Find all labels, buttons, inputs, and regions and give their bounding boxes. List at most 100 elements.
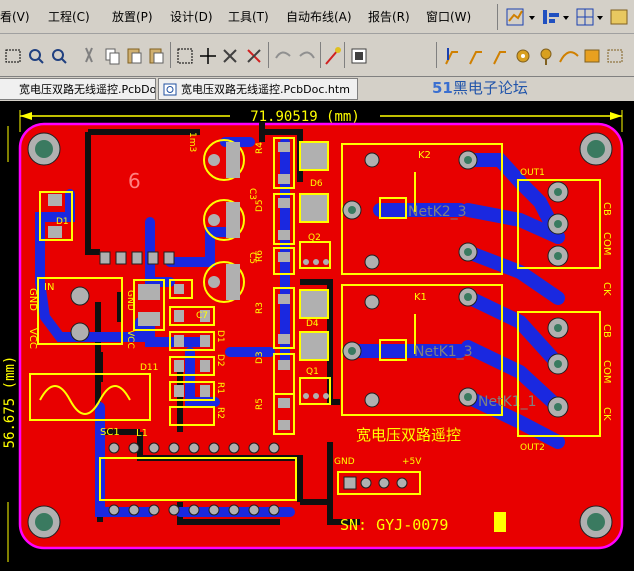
menu-tools[interactable]: 工具(T) — [228, 10, 269, 24]
via-icon[interactable] — [516, 49, 530, 63]
r4-label: R4 — [255, 142, 265, 154]
ic-header-row[interactable] — [99, 251, 175, 265]
pcb-drawing[interactable]: 71.90519 (mm) 56.675 (mm) — [0, 102, 634, 571]
rm3-label: 1m3 — [187, 132, 197, 152]
menu-place[interactable]: 放置(P) — [112, 10, 153, 24]
forum-text: 黑电子论坛 — [452, 79, 528, 97]
q1-label: Q1 — [306, 367, 319, 377]
component-icon[interactable] — [610, 9, 628, 25]
relay-k1-label: K1 — [414, 292, 427, 303]
component-column-left[interactable] — [169, 279, 215, 426]
multi-route-icon[interactable] — [493, 51, 506, 65]
terminal-out1[interactable] — [517, 179, 601, 269]
r6-label: R6 — [255, 250, 265, 262]
toolbar-icons — [5, 42, 623, 68]
select-rect-icon[interactable] — [5, 49, 21, 63]
gnd-label: GND — [334, 457, 355, 467]
d11-box[interactable] — [133, 279, 165, 331]
tab-pcbdoc-htm[interactable]: 宽电压双路无线遥控.PcbDoc.htm — [158, 78, 358, 100]
transistor-q2[interactable] — [299, 241, 331, 269]
d2-label: D2 — [215, 354, 225, 367]
dropdown-arrow-icon[interactable] — [597, 16, 603, 20]
q2-label: Q2 — [308, 233, 321, 243]
component-column-mid[interactable] — [273, 137, 295, 435]
dimension-text: 71.90519 (mm) — [250, 109, 360, 125]
grid-icon[interactable] — [576, 8, 594, 26]
dropdown-arrow-icon[interactable] — [529, 16, 535, 20]
interactive-route-icon[interactable] — [445, 48, 458, 65]
diode-d4[interactable] — [299, 289, 329, 361]
placement-toolbar — [506, 8, 628, 26]
pad-icon[interactable] — [540, 48, 552, 65]
net-k1-3-label: NetK1_3 — [414, 344, 473, 360]
main-toolbar — [0, 34, 634, 77]
tab-pcbdoc-label: 宽电压双路无线遥控.PcbDoc — [19, 83, 156, 96]
zoom-area-icon[interactable] — [52, 49, 67, 64]
menu-autoroute[interactable]: 自动布线(A) — [286, 10, 352, 24]
move-selection-icon[interactable] — [223, 49, 237, 63]
d4-label: D4 — [306, 319, 319, 329]
chart-icon[interactable] — [506, 8, 524, 26]
d11-label: D11 — [140, 363, 158, 373]
net-k2-label: NetK2_3 — [408, 204, 467, 220]
inductor-footprint[interactable] — [29, 373, 151, 421]
left-vcc-label: VCC — [27, 328, 38, 349]
tab-pcbdoc[interactable]: 宽电压双路无线遥控.PcbDoc — [0, 78, 156, 100]
select-region-icon[interactable] — [177, 48, 193, 64]
relay-k1[interactable] — [341, 284, 503, 416]
pin-header-bottom[interactable] — [99, 442, 297, 516]
capacitor-c5[interactable] — [203, 199, 245, 241]
cut-icon[interactable] — [85, 47, 93, 63]
relay-k2[interactable] — [341, 143, 503, 275]
undo-icon[interactable] — [275, 51, 291, 59]
out1-cb-label: CB — [601, 202, 612, 216]
menu-project[interactable]: 工程(C) — [48, 10, 90, 24]
d6-label: D6 — [310, 179, 323, 189]
text-cursor — [494, 512, 506, 532]
r2-label: R2 — [215, 407, 225, 419]
paste-special-icon[interactable] — [149, 48, 164, 64]
d1-left-label: D1 — [56, 217, 69, 227]
polygon-icon[interactable] — [607, 49, 623, 63]
mid-vcc-label: VCC — [125, 330, 135, 349]
arc-icon[interactable] — [559, 51, 579, 63]
out1-ck-label: CK — [601, 282, 612, 296]
diode-d6[interactable] — [299, 141, 329, 223]
move-icon[interactable] — [200, 48, 216, 64]
power-input-in[interactable] — [37, 277, 123, 345]
deselect-icon[interactable] — [247, 49, 261, 63]
tab-pcbdoc-htm-label: 宽电压双路无线遥控.PcbDoc.htm — [181, 83, 350, 96]
board-dimension: 71.90519 (mm) — [19, 106, 623, 132]
diode-d1[interactable] — [39, 191, 73, 241]
zoom-fit-icon[interactable] — [29, 49, 44, 64]
mounting-holes[interactable] — [27, 132, 613, 539]
align-icon[interactable] — [543, 10, 559, 24]
menu-reports[interactable]: 报告(R) — [368, 10, 410, 24]
fill-icon[interactable] — [584, 49, 600, 63]
d1-label: D1 — [215, 330, 225, 343]
differential-route-icon[interactable] — [469, 51, 482, 65]
relay-pads[interactable] — [342, 150, 478, 408]
pcb-canvas[interactable]: 71.90519 (mm) 56.675 (mm) — [0, 102, 634, 571]
terminal-out2[interactable] — [517, 311, 601, 437]
dropdown-arrow-icon[interactable] — [563, 16, 569, 20]
menu-design[interactable]: 设计(D) — [170, 10, 213, 24]
copy-icon[interactable] — [105, 48, 120, 65]
out1-com-label: COM — [601, 232, 612, 255]
component-library-icon[interactable] — [351, 48, 367, 64]
paste-icon[interactable] — [127, 48, 142, 64]
r5-label: R5 — [255, 398, 265, 410]
cross-probe-icon[interactable] — [325, 47, 341, 65]
transistor-q1[interactable] — [299, 377, 331, 405]
big-number: 6 — [128, 169, 141, 193]
menu-view[interactable]: 看(V) — [0, 10, 30, 24]
redo-icon[interactable] — [299, 51, 315, 59]
forum-prefix: 51 — [432, 79, 453, 97]
d3-label: D3 — [255, 351, 265, 364]
r3-label: R3 — [255, 302, 265, 314]
power-header[interactable] — [337, 471, 421, 495]
capacitor-c6[interactable] — [203, 261, 245, 303]
menu-window[interactable]: 窗口(W) — [426, 10, 472, 24]
capacitor-c3[interactable] — [203, 139, 245, 181]
